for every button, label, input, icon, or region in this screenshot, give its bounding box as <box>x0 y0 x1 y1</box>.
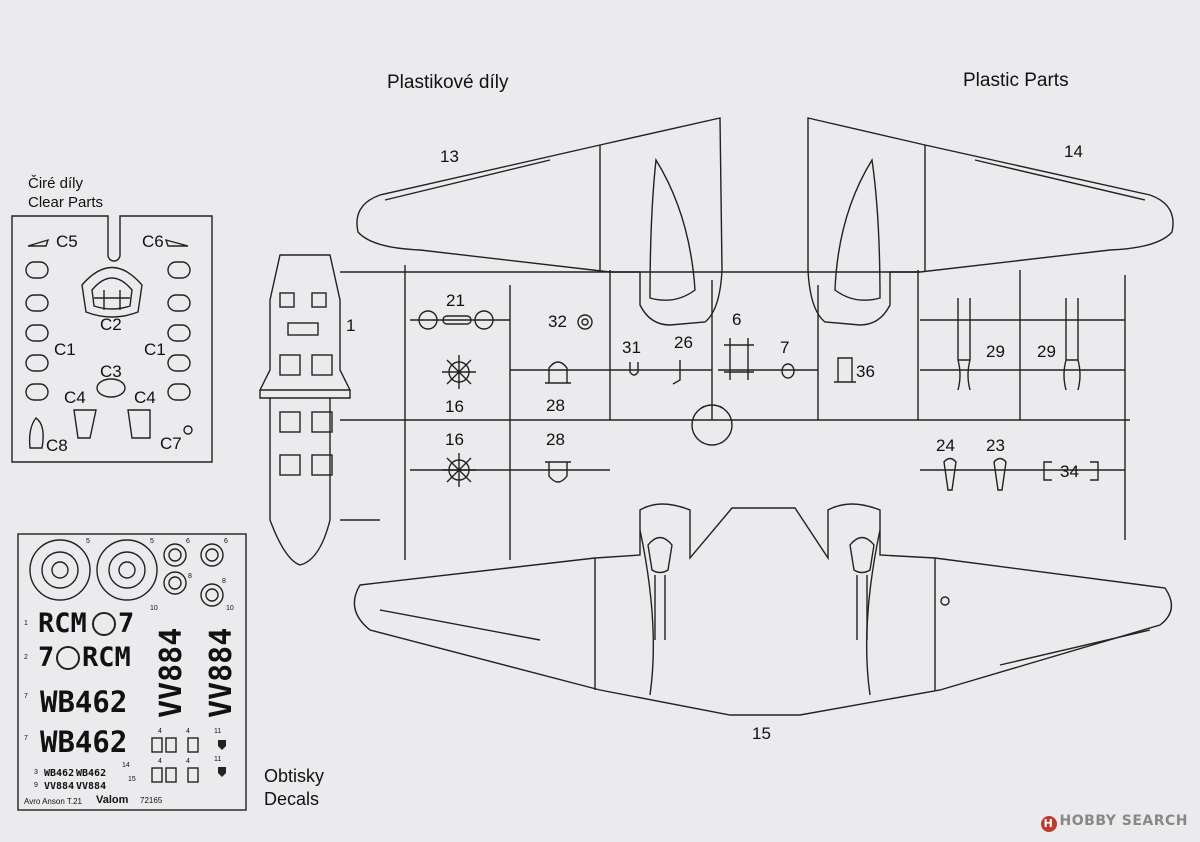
clear-part-label: C8 <box>46 436 68 455</box>
fuselage-part-1 <box>258 254 352 566</box>
plastic-part-label: 21 <box>446 291 465 310</box>
plastic-part-label: 1 <box>346 316 356 335</box>
hobby-search-logo-icon: H <box>1040 816 1057 832</box>
plastic-part-label: 34 <box>1060 462 1079 481</box>
decal-small-code: VV884 <box>76 781 107 792</box>
decal-number: 3 <box>34 769 38 776</box>
decal-number: 5 <box>150 538 154 545</box>
wing-lower-15 <box>353 503 1173 716</box>
plastic-part-label: 13 <box>440 147 459 166</box>
decal-number: 4 <box>158 728 162 735</box>
plastic-part-label: 16 <box>445 430 464 449</box>
decal-roundel-small <box>56 646 80 670</box>
plastic-part-label: 24 <box>936 436 955 455</box>
clear-part-label: C5 <box>56 232 78 251</box>
decal-number: 4 <box>186 728 190 735</box>
clear-sprue-frame <box>11 215 213 463</box>
plastic-part-label: 7 <box>780 338 790 357</box>
plastic-part-label: 26 <box>674 333 693 352</box>
plastic-parts-heading-en: Plastic Parts <box>963 70 1069 91</box>
plastic-part-label: 28 <box>546 396 565 415</box>
shield-icon <box>218 767 226 777</box>
shield-icon <box>218 740 226 750</box>
clear-parts-heading-en: Clear Parts <box>28 194 104 211</box>
decal-code: WB462 <box>40 725 128 759</box>
clear-part-label: C3 <box>100 362 122 381</box>
clear-windows <box>25 238 193 449</box>
decal-number: 4 <box>186 758 190 765</box>
plastic-parts-heading-cz: Plastikové díly <box>387 72 509 93</box>
decal-number: 1 <box>24 620 28 627</box>
decal-number: 7 <box>24 693 28 700</box>
decal-number: 14 <box>122 762 130 769</box>
decal-number: 11 <box>214 756 222 763</box>
decal-code: WB462 <box>40 685 128 719</box>
plastic-part-label: 31 <box>622 338 641 357</box>
decal-number: 11 <box>214 728 222 735</box>
decal-number: 10 <box>150 605 158 612</box>
decal-footer-model: Avro Anson T.21 <box>24 797 82 806</box>
decal-number: 2 <box>24 654 28 661</box>
watermark-text: HOBBY SEARCH <box>1059 813 1188 829</box>
decal-number: 5 <box>86 538 90 545</box>
wing-upper-right-14 <box>807 117 1174 326</box>
decals-heading-cz: Obtisky <box>264 766 325 786</box>
decal-small-code: WB462 <box>44 768 75 779</box>
plastic-part-label: 16 <box>445 397 464 416</box>
clear-part-label: C4 <box>64 388 86 407</box>
plastic-part-label: 14 <box>1064 142 1083 161</box>
decal-number: 8 <box>188 573 192 580</box>
decal-code-vertical: VV884 <box>154 627 189 718</box>
wing-upper-left-13 <box>356 117 723 326</box>
clear-part-label: C1 <box>144 340 166 359</box>
decal-number: 7 <box>24 735 28 742</box>
clear-part-label: C2 <box>100 315 122 334</box>
plastic-part-label: 15 <box>752 724 771 743</box>
decal-roundel-small <box>92 612 116 636</box>
clear-part-label: C6 <box>142 232 164 251</box>
decal-code: RCM <box>38 608 87 639</box>
decal-code: RCM <box>82 642 131 673</box>
decal-number: 15 <box>128 776 136 783</box>
plastic-part-label: 29 <box>1037 342 1056 361</box>
decal-number: 4 <box>158 758 162 765</box>
plastic-part-label: 29 <box>986 342 1005 361</box>
decal-roundels <box>29 539 224 783</box>
decal-number: 6 <box>186 538 190 545</box>
decal-code: 7 <box>38 642 55 673</box>
plastic-part-label: 23 <box>986 436 1005 455</box>
decal-footer-code: 72165 <box>140 796 163 805</box>
clear-part-label: C7 <box>160 434 182 453</box>
decal-code-vertical: VV884 <box>204 627 239 718</box>
clear-part-label: C1 <box>54 340 76 359</box>
decal-code: 7 <box>118 608 135 639</box>
decal-number: 8 <box>222 578 226 585</box>
decal-small-code: VV884 <box>44 781 75 792</box>
decals-heading-en: Decals <box>264 789 320 809</box>
decal-footer-brand: Valom <box>96 794 129 806</box>
clear-parts-heading-cz: Čiré díly <box>28 175 84 192</box>
decal-number: 9 <box>34 782 38 789</box>
plastic-part-label: 32 <box>548 312 567 331</box>
plastic-part-label: 28 <box>546 430 565 449</box>
plastic-part-label: 36 <box>856 362 875 381</box>
plastic-part-label: 6 <box>732 310 742 329</box>
decal-small-code: WB462 <box>76 768 107 779</box>
decal-number: 10 <box>226 605 234 612</box>
decal-number: 6 <box>224 538 228 545</box>
clear-part-label: C4 <box>134 388 156 407</box>
decal-sheet-frame <box>17 533 247 811</box>
